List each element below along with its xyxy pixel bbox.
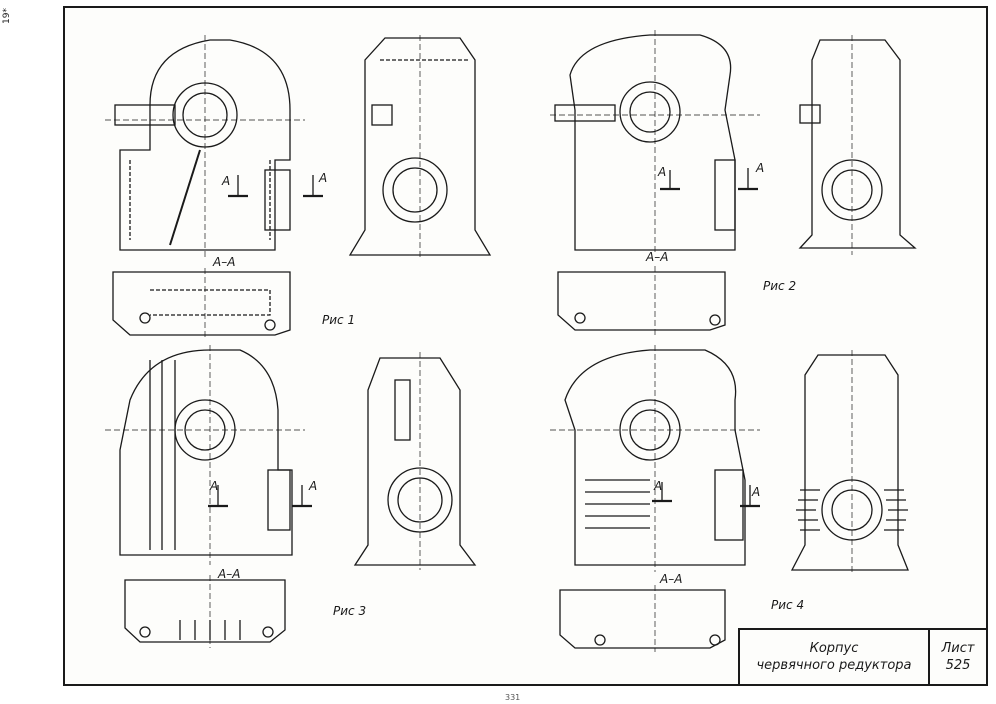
fig2-front-view bbox=[550, 30, 760, 255]
title-line-2: червячного редуктора bbox=[756, 658, 912, 673]
title-line-1: Корпус bbox=[809, 641, 859, 656]
fig4-caption: Рис 4 bbox=[771, 598, 804, 612]
fig1-front-view bbox=[105, 35, 323, 260]
fig2-caption: Рис 2 bbox=[763, 279, 796, 293]
fig3-cut-mark-right: А bbox=[308, 479, 317, 493]
fig2-section-label: А–А bbox=[645, 250, 668, 264]
fig2-cut-mark-right: А bbox=[755, 161, 764, 175]
fig2-cut-mark-left: А bbox=[657, 165, 666, 179]
fig1-section-label: А–А bbox=[212, 255, 235, 269]
title-block-name: Корпус червячного редуктора bbox=[740, 630, 930, 684]
page-number: 331 bbox=[505, 693, 521, 702]
fig1-section bbox=[112, 268, 291, 340]
fig3-side-view bbox=[353, 352, 477, 570]
fig3-section bbox=[124, 575, 286, 648]
fig1-side-view bbox=[348, 35, 492, 260]
sheet-label: Лист bbox=[941, 641, 975, 656]
fig4-cut-mark-right: А bbox=[751, 485, 760, 499]
sheet-number: 525 bbox=[945, 658, 971, 673]
fig4-side-view bbox=[790, 350, 909, 575]
fig3-section-label: А–А bbox=[217, 567, 240, 581]
fig2-side-view bbox=[798, 35, 917, 255]
fig1-cut-mark-left: А bbox=[221, 174, 230, 188]
fig2-section bbox=[557, 266, 726, 335]
title-block-sheet: Лист 525 bbox=[930, 630, 986, 684]
fig3-front-view bbox=[105, 345, 312, 565]
fig1-cut-mark-right: А bbox=[318, 171, 327, 185]
drawing-sheet bbox=[63, 6, 988, 686]
fig4-cut-mark-left: А bbox=[653, 479, 662, 493]
title-block: Корпус червячного редуктора Лист 525 bbox=[738, 628, 986, 684]
fig3-cut-mark-left: А bbox=[209, 479, 218, 493]
fig4-front-view bbox=[550, 345, 760, 572]
fig4-section-label: А–А bbox=[659, 572, 682, 586]
fig1-caption: Рис 1 bbox=[322, 313, 355, 327]
fig3-caption: Рис 3 bbox=[333, 604, 366, 618]
fig4-section bbox=[559, 585, 726, 652]
